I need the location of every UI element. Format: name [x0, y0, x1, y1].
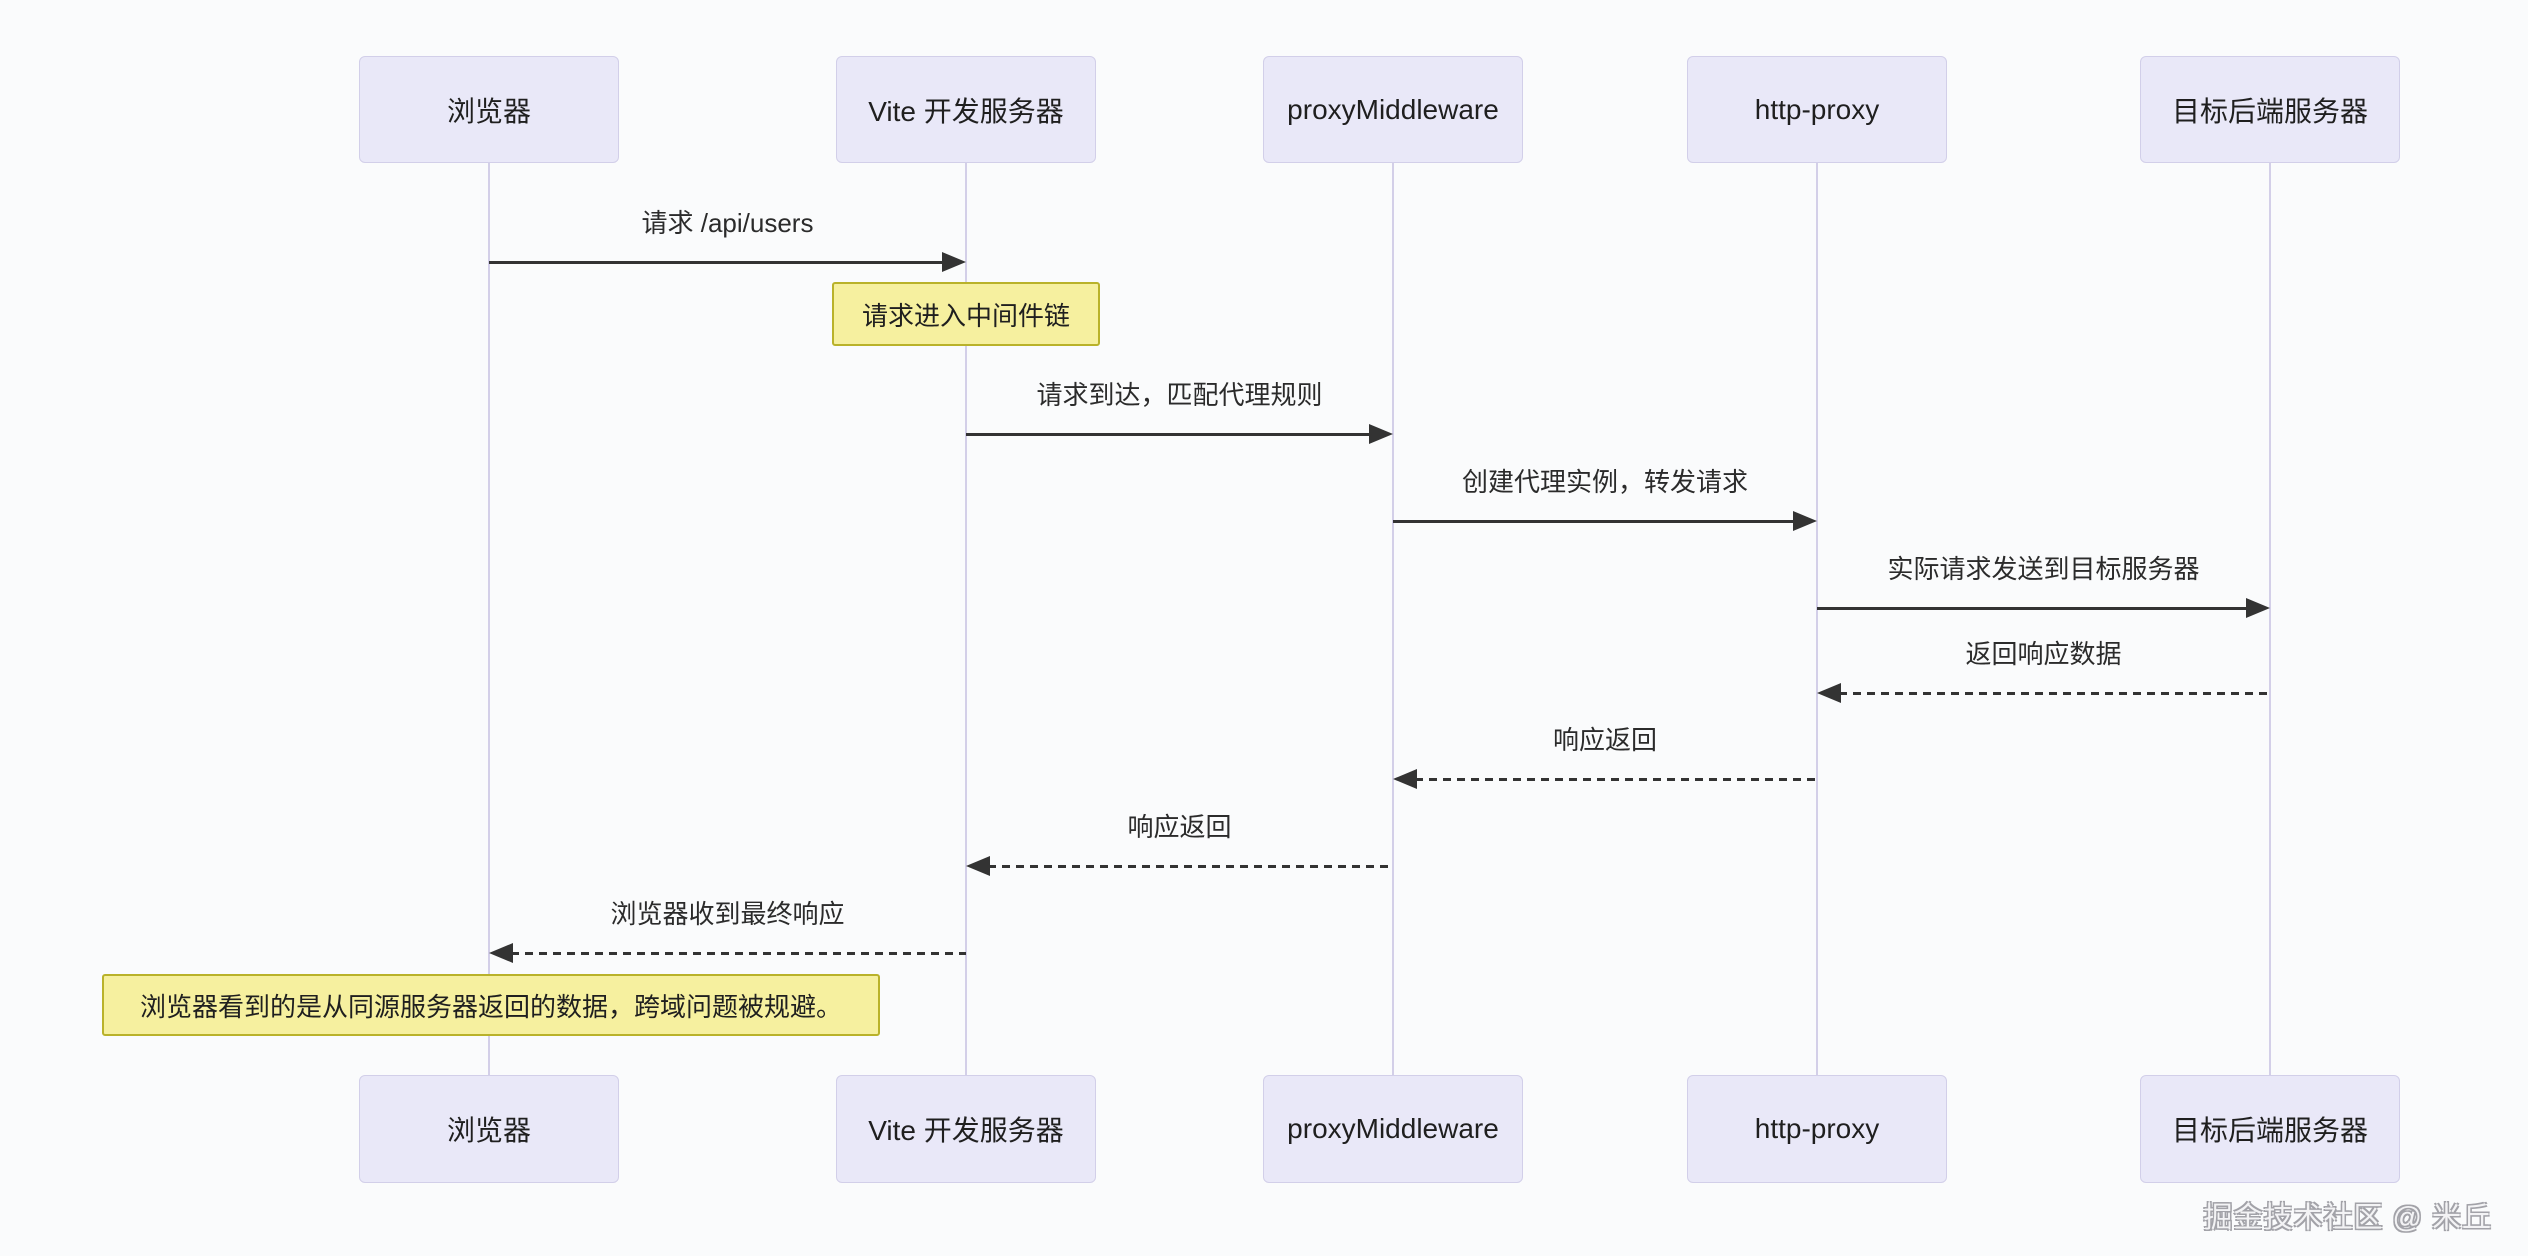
participant-top-backend-server: 目标后端服务器: [2140, 56, 2400, 163]
participant-top-browser: 浏览器: [359, 56, 619, 163]
note-vite-dev-server: 请求进入中间件链: [832, 282, 1100, 346]
participant-label: 浏览器: [446, 1115, 531, 1146]
participant-bottom-browser: 浏览器: [359, 1075, 619, 1183]
lifeline-browser: [488, 163, 490, 1075]
participant-label: Vite 开发服务器: [868, 1115, 1064, 1146]
watermark-text: 掘金技术社区 @ 米丘: [2203, 1202, 2492, 1234]
message-line: [1817, 607, 2248, 610]
message-label: 响应返回: [1127, 812, 1232, 842]
arrowhead-right-icon: [1793, 511, 1817, 531]
arrowhead-left-icon: [489, 943, 513, 963]
participant-label: proxyMiddleware: [1287, 1113, 1499, 1144]
participant-label: proxyMiddleware: [1287, 93, 1499, 125]
arrowhead-left-icon: [1817, 683, 1841, 703]
message-label: 请求 /api/users: [641, 208, 814, 238]
message-line: [988, 865, 1393, 868]
participant-bottom-backend-server: 目标后端服务器: [2140, 1075, 2400, 1183]
message-label: 实际请求发送到目标服务器: [1887, 554, 2200, 584]
participant-label: http-proxy: [1754, 93, 1880, 125]
arrowhead-right-icon: [942, 252, 966, 272]
lifeline-proxy-middleware: [1392, 163, 1394, 1075]
message-label: 返回响应数据: [1965, 639, 2122, 669]
message-line: [1415, 778, 1817, 781]
message-line: [511, 952, 966, 955]
arrowhead-right-icon: [2246, 598, 2270, 618]
message-line: [1393, 520, 1795, 523]
message-line: [489, 261, 944, 264]
message-line: [966, 433, 1371, 436]
participant-label: 浏览器: [446, 95, 531, 127]
arrowhead-right-icon: [1369, 424, 1393, 444]
arrowhead-left-icon: [1393, 769, 1417, 789]
participant-bottom-proxy-middleware: proxyMiddleware: [1263, 1075, 1523, 1183]
participant-label: http-proxy: [1754, 1113, 1880, 1144]
participant-bottom-http-proxy: http-proxy: [1687, 1075, 1947, 1183]
participant-label: 目标后端服务器: [2171, 1115, 2368, 1146]
lifeline-http-proxy: [1816, 163, 1818, 1075]
participant-top-proxy-middleware: proxyMiddleware: [1263, 56, 1523, 163]
participant-label: Vite 开发服务器: [868, 95, 1064, 127]
message-label: 创建代理实例，转发请求: [1461, 467, 1748, 497]
participant-top-vite-dev-server: Vite 开发服务器: [836, 56, 1096, 163]
note-browser: 浏览器看到的是从同源服务器返回的数据，跨域问题被规避。: [102, 974, 880, 1036]
participant-label: 目标后端服务器: [2171, 95, 2368, 127]
participant-bottom-vite-dev-server: Vite 开发服务器: [836, 1075, 1096, 1183]
message-label: 浏览器收到最终响应: [610, 899, 845, 929]
message-label: 响应返回: [1552, 725, 1657, 755]
lifeline-vite-dev-server: [965, 163, 967, 1075]
arrowhead-left-icon: [966, 856, 990, 876]
lifeline-backend-server: [2269, 163, 2271, 1075]
message-line: [1839, 692, 2270, 695]
participant-top-http-proxy: http-proxy: [1687, 56, 1947, 163]
message-label: 请求到达，匹配代理规则: [1036, 380, 1323, 410]
